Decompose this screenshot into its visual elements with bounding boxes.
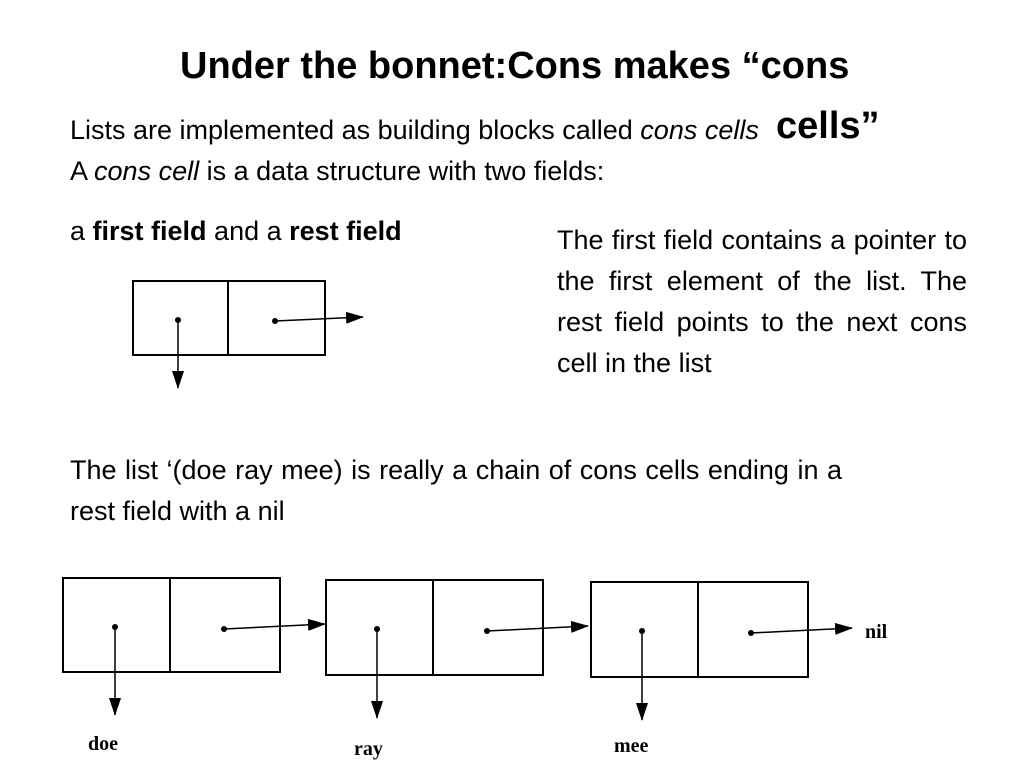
chain-description: The list ‘(doe ray mee) is really a chai… bbox=[70, 455, 842, 526]
cons-cell-doe bbox=[62, 577, 326, 716]
intro-line-1-term: cons cells bbox=[640, 115, 759, 145]
intro-line-1-text: Lists are implemented as building blocks… bbox=[70, 115, 641, 145]
cons-cell-mee bbox=[590, 581, 853, 721]
rest-pointer-arrow bbox=[223, 618, 326, 631]
fields-line-prefix: a bbox=[70, 216, 93, 246]
example-cons-cell bbox=[132, 280, 364, 389]
rest-pointer-arrow bbox=[486, 620, 589, 633]
rest-field-term: rest field bbox=[289, 216, 402, 246]
side-note: The first field contains a pointer to th… bbox=[557, 225, 967, 378]
title-line2: cells” bbox=[776, 105, 880, 147]
intro-line-2-suffix: is a data structure with two fields: bbox=[199, 156, 605, 186]
intro-line-2-term: cons cell bbox=[94, 156, 200, 186]
element-label-ray: ray bbox=[354, 738, 383, 760]
element-label-doe: doe bbox=[88, 733, 118, 755]
slide-title: Under the bonnet:Cons makes “cons bbox=[180, 44, 990, 88]
nil-label: nil bbox=[865, 621, 888, 643]
cell-box bbox=[590, 581, 809, 678]
first-field-term: first field bbox=[92, 216, 207, 246]
cell-box bbox=[62, 577, 281, 673]
cell-box bbox=[325, 579, 544, 676]
rest-pointer-arrow bbox=[750, 622, 853, 635]
fields-line: a first field and a rest field bbox=[70, 215, 402, 247]
fields-line-mid: and a bbox=[206, 216, 290, 246]
title-line1: Under the bonnet:Cons makes “cons bbox=[180, 45, 850, 87]
intro-line-2: A cons cell is a data structure with two… bbox=[70, 155, 604, 187]
rest-pointer-arrow bbox=[274, 311, 364, 324]
intro-line-1: Lists are implemented as building blocks… bbox=[70, 114, 759, 146]
cons-cell-ray bbox=[325, 579, 589, 719]
intro-line-2-prefix: A bbox=[70, 156, 95, 186]
element-label-mee: mee bbox=[614, 735, 649, 757]
